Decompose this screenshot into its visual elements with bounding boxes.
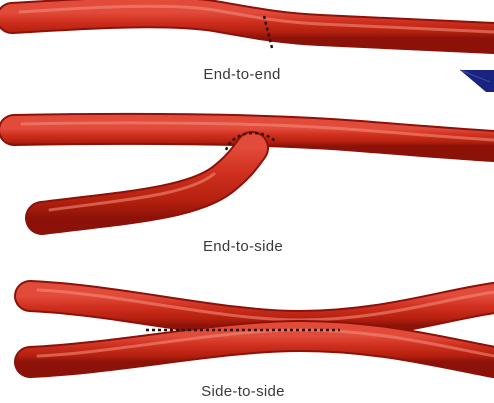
caption-end-to-end: End-to-end — [0, 66, 489, 83]
caption-end-to-side: End-to-side — [0, 238, 490, 255]
side-to-side-upper-vessel — [30, 290, 494, 326]
end-to-end-vessel — [12, 6, 494, 38]
caption-side-to-side: Side-to-side — [0, 383, 490, 400]
end-to-side-branch-vessel — [42, 148, 252, 218]
side-to-side-lower-vessel — [30, 330, 494, 362]
